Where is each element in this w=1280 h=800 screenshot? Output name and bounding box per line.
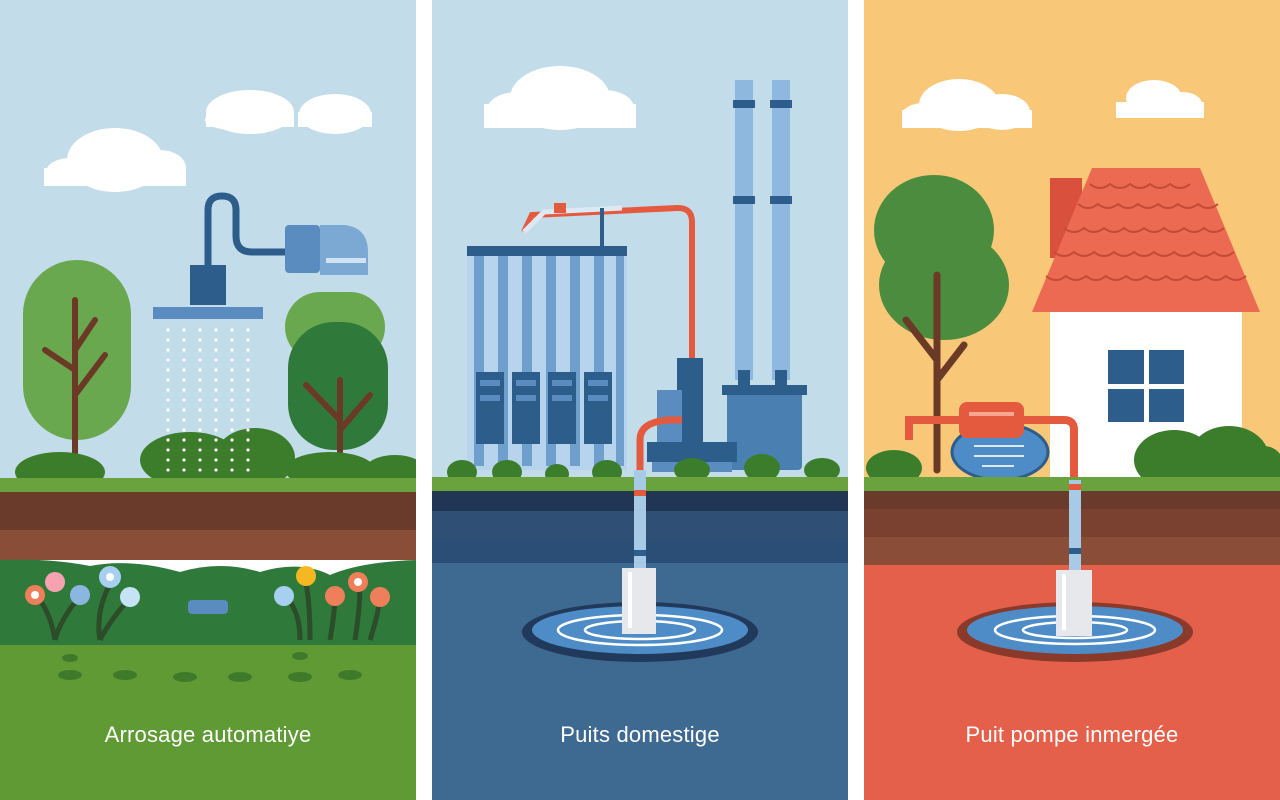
flower-icon bbox=[25, 566, 390, 642]
cloud-icon bbox=[902, 79, 1204, 131]
caption-automatic-watering: Arrosage automatiye bbox=[104, 722, 312, 747]
tree-icon bbox=[23, 260, 131, 473]
cloud-icon bbox=[484, 66, 636, 130]
chimney-pipes bbox=[733, 80, 792, 390]
panel-submersible-pump-well: Puit pompe inmergée bbox=[864, 0, 1280, 800]
submersible-pump-illustration bbox=[864, 0, 1280, 800]
sprinkler-icon bbox=[153, 192, 368, 319]
water-treatment-building bbox=[467, 246, 627, 470]
cloud-icon bbox=[44, 90, 372, 192]
pump-icon bbox=[905, 402, 1078, 482]
caption-domestic-well: Puits domestige bbox=[560, 722, 720, 747]
automatic-watering-illustration bbox=[0, 0, 416, 800]
panel-domestic-well: Puits domestige bbox=[432, 0, 848, 800]
tree-icon bbox=[874, 175, 1009, 474]
house-icon bbox=[1032, 168, 1260, 480]
panel-automatic-watering: Arrosage automatiye bbox=[0, 0, 416, 800]
domestic-well-illustration bbox=[432, 0, 848, 800]
caption-submersible-pump-well: Puit pompe inmergée bbox=[965, 722, 1179, 747]
